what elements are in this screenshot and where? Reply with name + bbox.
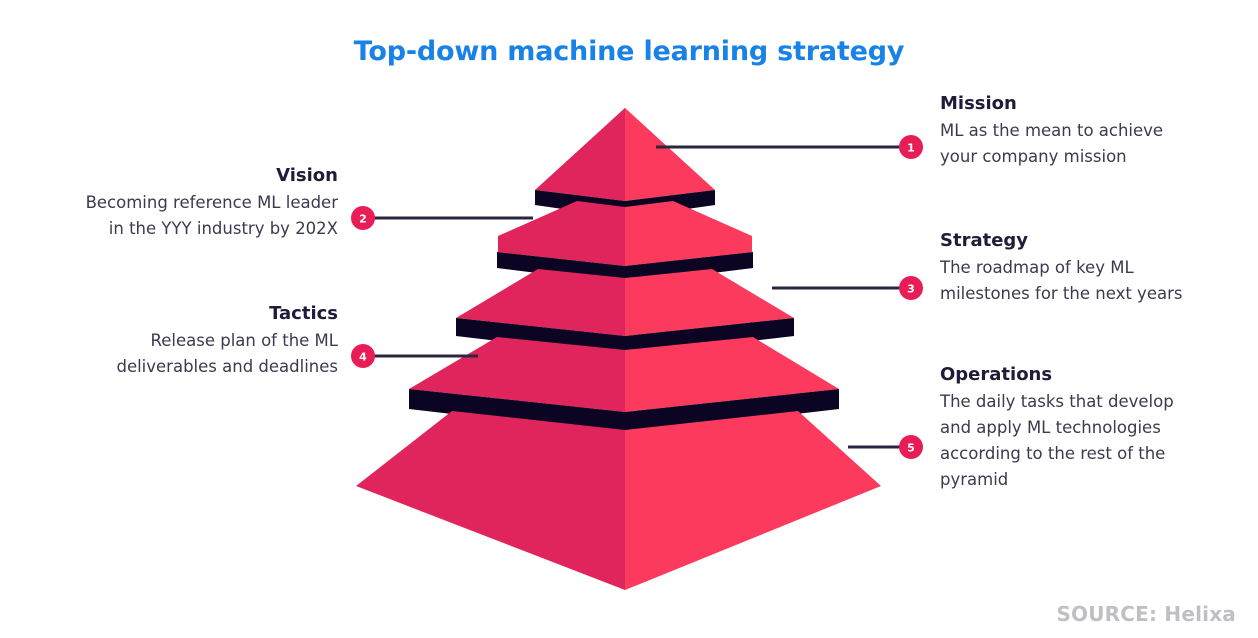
callout-operations-body-line-3: according to the rest of the — [940, 443, 1166, 463]
callout-tactics-heading: Tactics — [269, 303, 338, 324]
pyramid-tier-5[interactable] — [356, 411, 881, 590]
callout-badge-4-number: 4 — [359, 351, 367, 364]
callout-badge-1[interactable]: 1 — [899, 135, 923, 159]
tier-2-right-solid — [625, 206, 753, 266]
callout-operations-body-line-2: and apply ML technologies — [940, 417, 1161, 437]
tier-5-left — [356, 411, 625, 590]
callout-operations-heading: Operations — [940, 364, 1053, 385]
callout-strategy-body-line-2: milestones for the next years — [940, 283, 1183, 303]
callout-mission[interactable]: Mission ML as the mean to achieve your c… — [940, 91, 1240, 170]
callout-tactics-body-line-2: deliverables and deadlines — [116, 356, 338, 376]
callout-vision-heading: Vision — [276, 165, 338, 186]
tier-4-right — [625, 337, 839, 412]
callout-mission-body: ML as the mean to achieve your company m… — [940, 118, 1240, 170]
callout-badge-2-number: 2 — [359, 213, 367, 226]
callout-operations-body: The daily tasks that develop and apply M… — [940, 389, 1240, 493]
callout-operations-body-line-1: The daily tasks that develop — [940, 391, 1174, 411]
callout-strategy-heading: Strategy — [940, 230, 1029, 251]
tier-4-left — [409, 337, 625, 412]
callout-strategy-body: The roadmap of key ML milestones for the… — [940, 255, 1240, 307]
tier-2-left-solid — [497, 206, 625, 266]
callout-operations[interactable]: Operations The daily tasks that develop … — [940, 362, 1240, 493]
callout-badge-5-number: 5 — [907, 442, 915, 455]
callout-badge-1-number: 1 — [907, 142, 915, 155]
tier-1-left — [535, 108, 625, 201]
source-attribution: SOURCE: Helixa — [1056, 602, 1236, 626]
callout-tactics[interactable]: Tactics Release plan of the ML deliverab… — [30, 301, 338, 380]
tier-1-right — [625, 108, 715, 201]
pyramid-tier-2-solid — [497, 206, 753, 266]
callout-mission-heading: Mission — [940, 93, 1017, 114]
pyramid-tier-1-solid — [535, 108, 715, 201]
tier-3-right — [625, 269, 794, 336]
callout-badge-3-number: 3 — [907, 283, 915, 296]
callout-tactics-body-line-1: Release plan of the ML — [150, 330, 339, 350]
page-title: Top-down machine learning strategy — [353, 36, 905, 67]
pyramid-tier-4[interactable] — [409, 337, 839, 412]
callout-strategy-body-line-1: The roadmap of key ML — [940, 257, 1134, 277]
callout-tactics-body: Release plan of the ML deliverables and … — [30, 328, 338, 380]
tier-5-right — [625, 411, 881, 590]
callout-operations-body-line-4: pyramid — [940, 469, 1009, 489]
callout-mission-body-line-1: ML as the mean to achieve — [940, 120, 1164, 140]
callout-vision[interactable]: Vision Becoming reference ML leader in t… — [20, 163, 338, 242]
callout-vision-body-line-1: Becoming reference ML leader — [85, 192, 338, 212]
pyramid-tier-3[interactable] — [456, 269, 794, 336]
callout-mission-body-line-2: your company mission — [940, 146, 1127, 166]
callout-badge-2[interactable]: 2 — [351, 206, 375, 230]
tier-gap-3-4 — [456, 318, 794, 356]
tier-gap-4-5 — [409, 389, 839, 434]
callout-vision-body: Becoming reference ML leader in the YYY … — [20, 190, 338, 242]
callout-badge-4[interactable]: 4 — [351, 344, 375, 368]
callout-vision-body-line-2: in the YYY industry by 202X — [108, 218, 338, 238]
tier-3-left — [456, 269, 625, 336]
callout-badge-3[interactable]: 3 — [899, 276, 923, 300]
callout-badge-5[interactable]: 5 — [899, 435, 923, 459]
callout-strategy[interactable]: Strategy The roadmap of key ML milestone… — [940, 228, 1240, 307]
